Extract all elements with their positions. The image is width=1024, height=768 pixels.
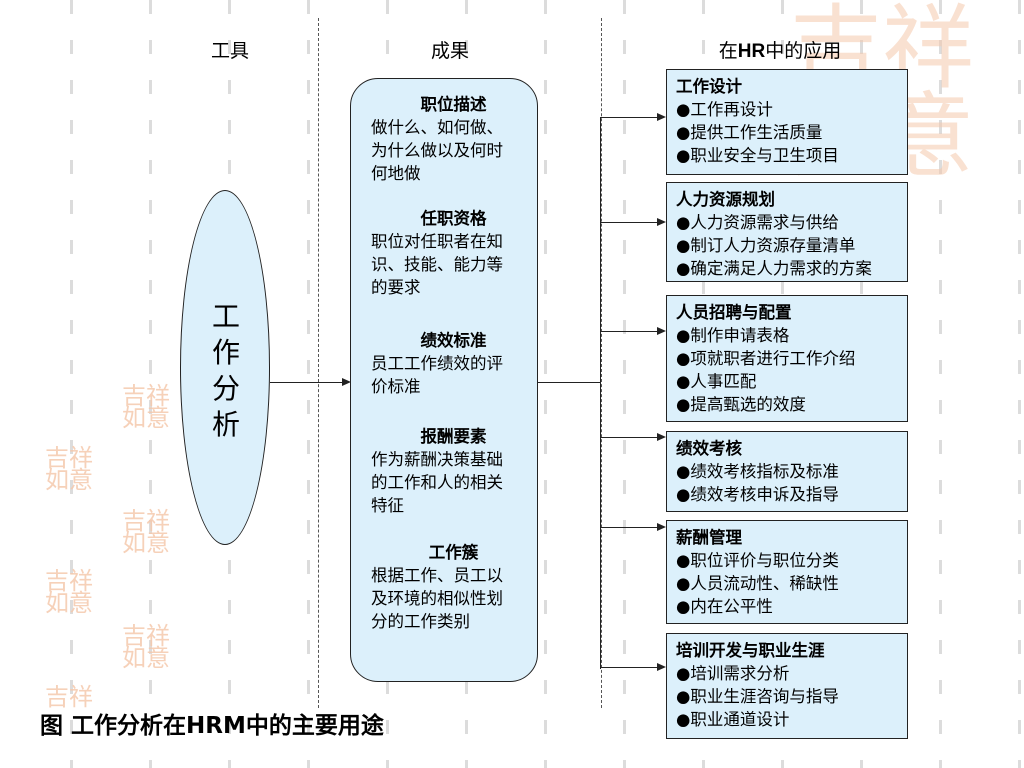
connector-line [600,527,657,528]
results-box: 职位描述做什么、如何做、 为什么做以及何时 何地做任职资格职位对任职者在知 识、… [350,78,538,682]
connector-line [600,222,657,223]
figure-caption: 图 工作分析在HRM中的主要用途 [40,713,384,739]
application-item: ●工作再设计 [676,100,773,119]
result-item: 职位描述做什么、如何做、 为什么做以及何时 何地做 [371,93,536,185]
header-hr: HR [737,41,766,62]
result-title: 工作簇 [428,543,479,562]
result-item: 报酬要素作为薪酬决策基础 的工作和人的相关 特征 [371,425,536,517]
application-item: ●培训需求分析 [676,664,790,683]
application-title: 工作设计 [676,77,742,96]
application-item: ●提高甄选的效度 [676,395,806,414]
application-item: ●职业安全与卫生项目 [676,146,839,165]
tool-ellipse: 工作分析 [180,190,270,545]
header-prefix: 在 [718,40,738,62]
application-item: ●职业通道设计 [676,710,790,729]
application-item: ●内在公平性 [676,597,773,616]
result-description: 做什么、如何做、 为什么做以及何时 何地做 [371,118,503,183]
application-item: ●制作申请表格 [676,326,790,345]
result-item: 绩效标准员工工作绩效的评 价标准 [371,329,536,398]
application-item: ●人事匹配 [676,372,757,391]
result-description: 根据工作、员工以 及环境的相似性划 分的工作类别 [371,566,503,631]
arrow-head [657,523,666,531]
arrow-head [657,433,666,441]
application-box: 人员招聘与配置 ●制作申请表格 ●项就职者进行工作介绍 ●人事匹配 ●提高甄选的效度 [666,295,908,422]
application-item: ●职位评价与职位分类 [676,551,839,570]
result-item: 任职资格职位对任职者在知 识、技能、能力等 的要求 [371,207,536,299]
connector-trunk [600,117,601,669]
connector-line [600,437,657,438]
arrow-head [342,378,351,386]
application-box: 培训开发与职业生涯 ●培训需求分析 ●职业生涯咨询与指导 ●职业通道设计 [666,633,908,739]
application-item: ●确定满足人力需求的方案 [676,259,872,278]
application-title: 人力资源规划 [676,190,775,209]
application-box: 绩效考核 ●绩效考核指标及标准 ●绩效考核申诉及指导 [666,431,908,512]
application-item: ●绩效考核指标及标准 [676,462,839,481]
application-box: 薪酬管理 ●职位评价与职位分类 ●人员流动性、稀缺性 ●内在公平性 [666,520,908,624]
result-description: 员工工作绩效的评 价标准 [371,354,503,396]
column-divider-right [601,18,602,708]
column-header-results: 成果 [430,40,469,62]
connector-line [600,331,657,332]
arrow-head [657,327,666,335]
column-header-tools: 工具 [210,40,249,62]
application-item: ●人员流动性、稀缺性 [676,574,839,593]
result-description: 作为薪酬决策基础 的工作和人的相关 特征 [371,450,503,515]
application-item: ●职业生涯咨询与指导 [676,687,839,706]
connector-line [538,382,600,383]
application-item: ●项就职者进行工作介绍 [676,349,856,368]
result-title: 绩效标准 [420,331,487,350]
application-title: 培训开发与职业生涯 [676,641,825,660]
tool-label-char: 分 [211,372,240,405]
result-item: 工作簇根据工作、员工以 及环境的相似性划 分的工作类别 [371,541,536,633]
tool-label: 工作分析 [181,299,271,443]
arrow-head [657,113,666,121]
header-suffix: 中的应用 [765,40,842,62]
application-item: ●绩效考核申诉及指导 [676,485,839,504]
column-divider-left [318,18,319,708]
tool-label-char: 作 [211,336,240,369]
application-box: 人力资源规划 ●人力资源需求与供给 ●制订人力资源存量清单 ●确定满足人力需求的方案 [666,182,908,282]
column-header-hr-application: 在HR中的应用 [690,36,870,63]
result-title: 报酬要素 [420,427,487,446]
application-item: ●制订人力资源存量清单 [676,236,856,255]
arrow-head [657,663,666,671]
result-title: 职位描述 [420,95,487,114]
result-description: 职位对任职者在知 识、技能、能力等 的要求 [371,232,503,297]
application-title: 薪酬管理 [676,528,742,547]
tool-label-char: 工 [211,300,240,333]
application-item: ●人力资源需求与供给 [676,213,839,232]
application-title: 绩效考核 [676,439,742,458]
result-title: 任职资格 [420,209,487,228]
connector-line [600,117,657,118]
application-title: 人员招聘与配置 [676,303,792,322]
connector-line [600,667,657,668]
application-item: ●提供工作生活质量 [676,123,823,142]
tool-label-char: 析 [211,408,240,441]
connector-line [270,382,342,383]
application-box: 工作设计 ●工作再设计 ●提供工作生活质量 ●职业安全与卫生项目 [666,69,908,175]
arrow-head [657,218,666,226]
